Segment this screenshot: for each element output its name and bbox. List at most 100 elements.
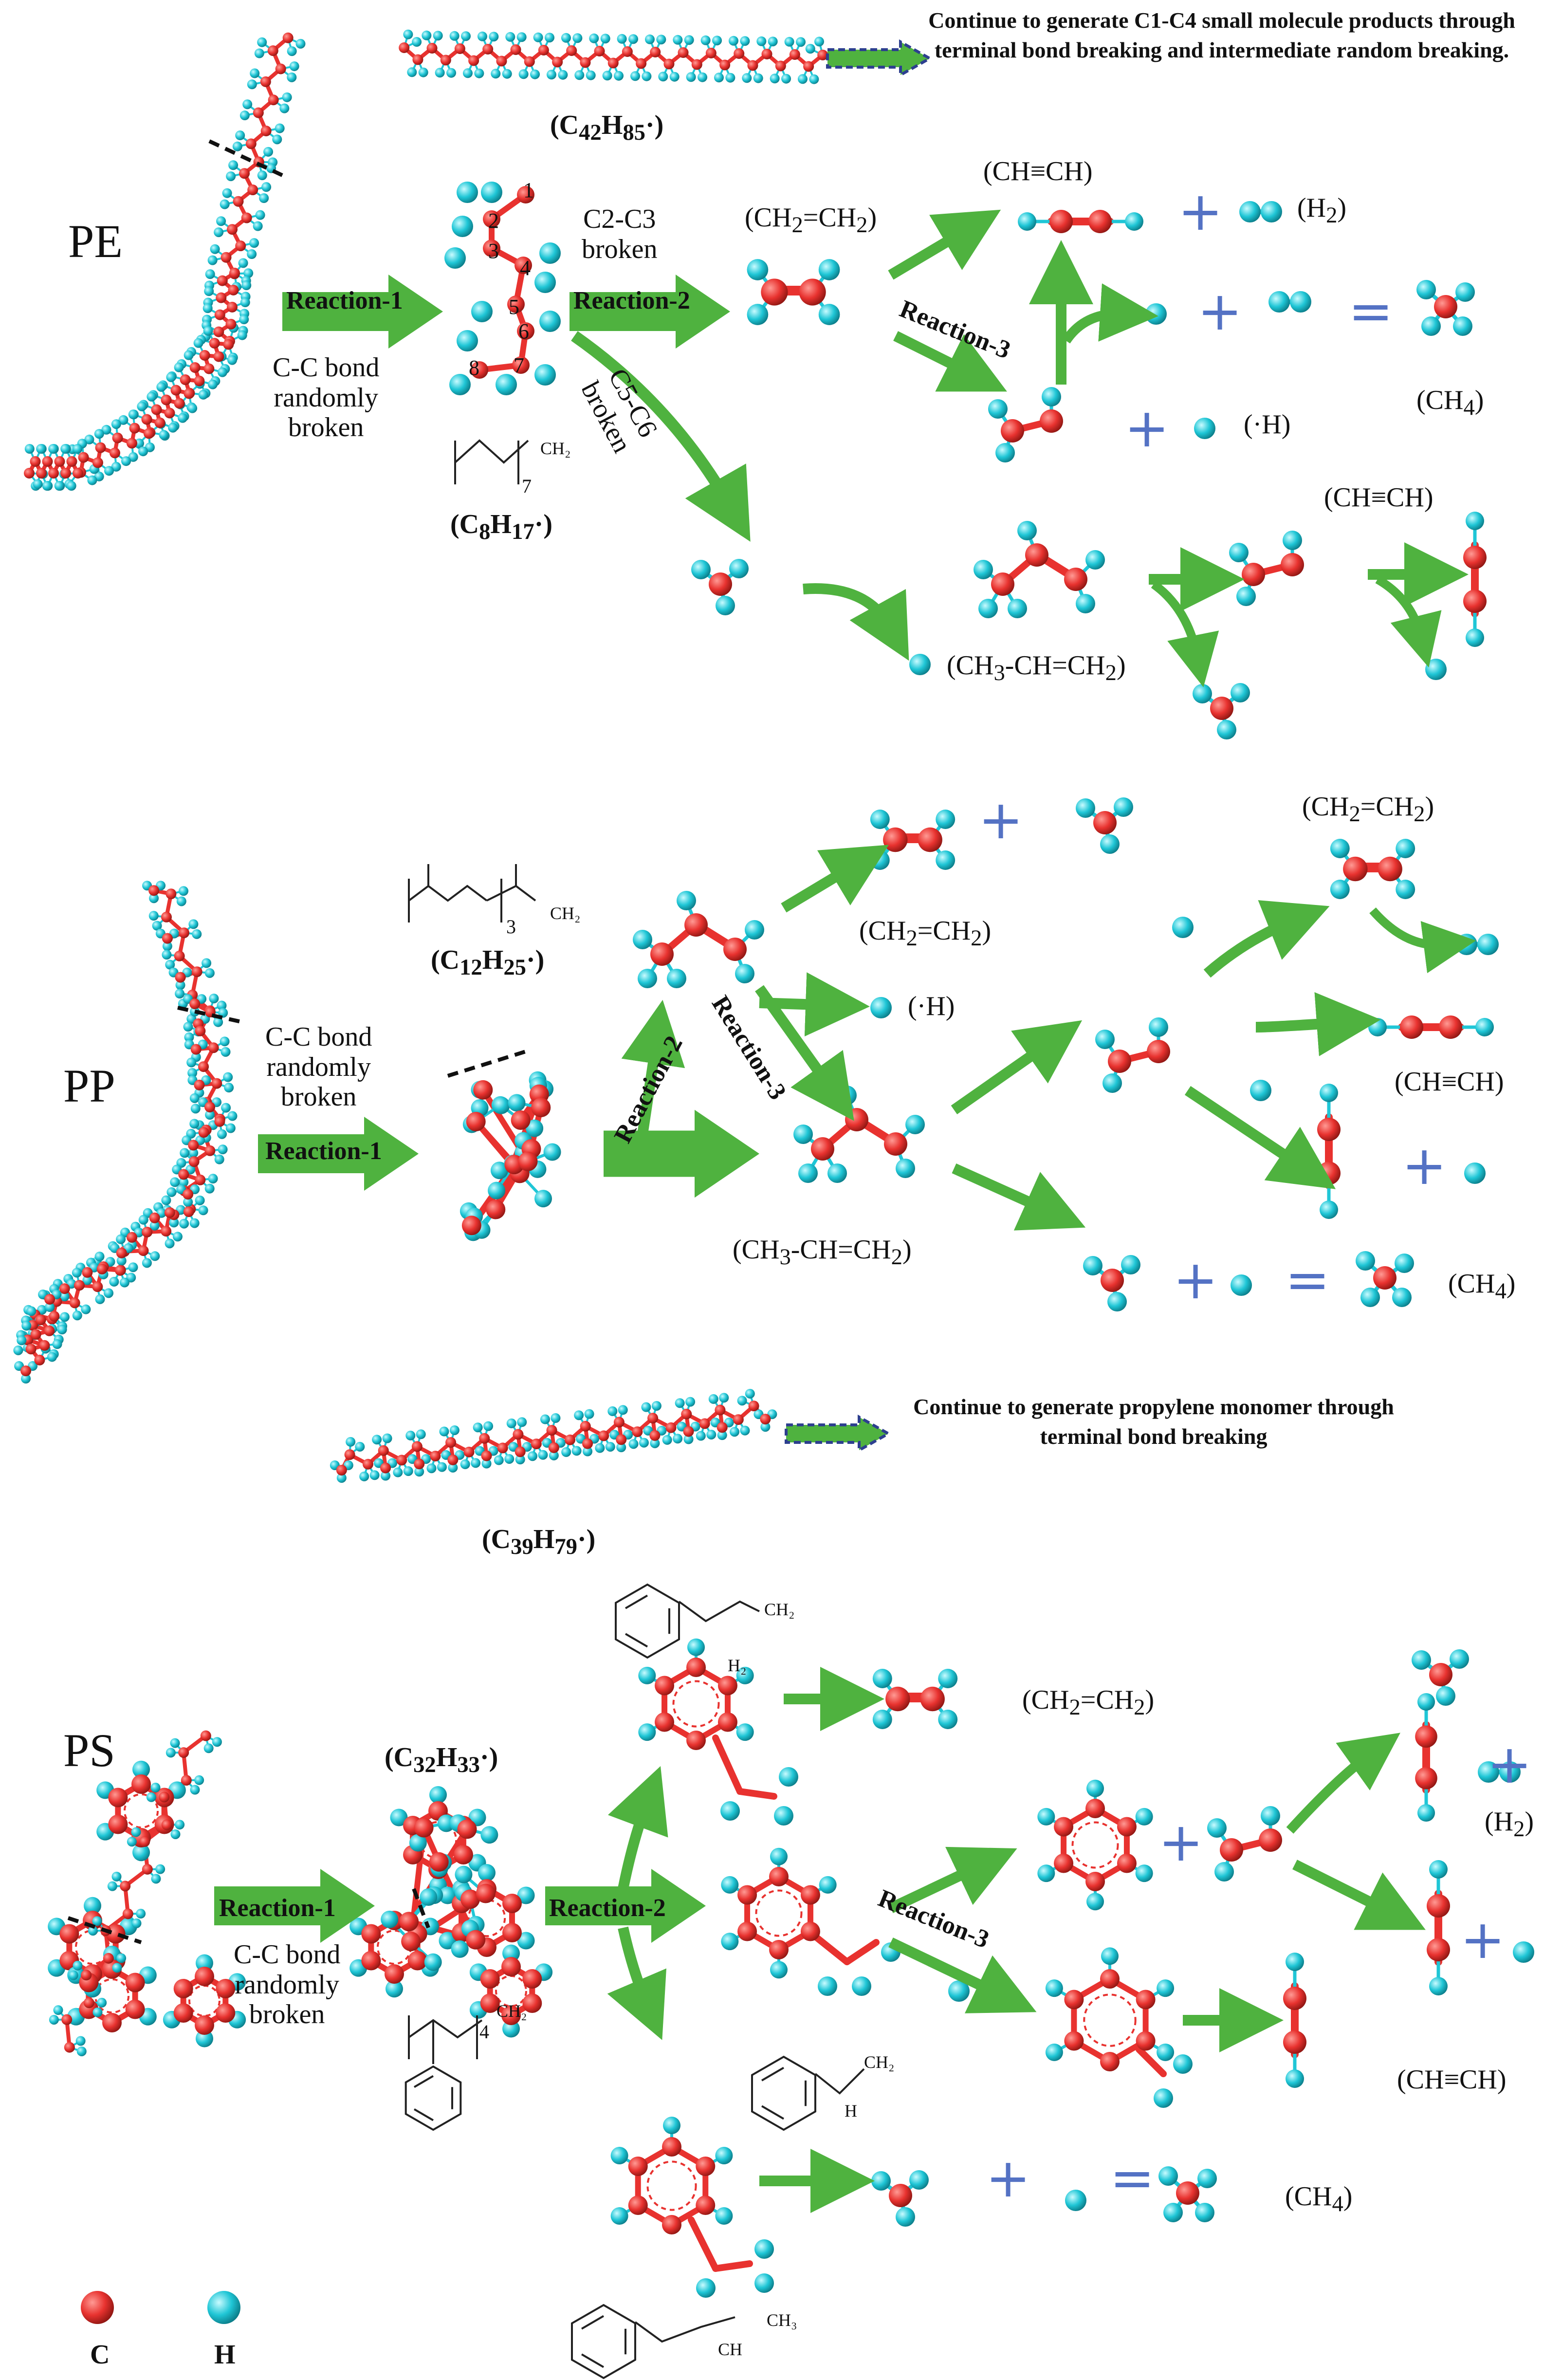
hydrogen-atom xyxy=(1466,512,1484,530)
hydrogen-atom xyxy=(94,1252,105,1262)
carbon-atom xyxy=(662,2215,681,2234)
hydrogen-atom xyxy=(204,1183,215,1194)
carbon-atom xyxy=(122,1908,133,1919)
hydrogen-atom xyxy=(36,444,46,454)
hydrogen-atom xyxy=(691,560,711,579)
hydrogen-atom xyxy=(574,70,585,80)
hydrogen-atom xyxy=(275,123,285,133)
hydrogen-atom xyxy=(386,1980,403,1998)
hydrogen-atom xyxy=(390,1808,408,1827)
hydrogen-atom xyxy=(600,34,610,44)
hydrogen-atom xyxy=(633,930,652,949)
carbon-atom xyxy=(681,1408,692,1420)
hydrogen-atom xyxy=(210,244,220,254)
ps-break-line xyxy=(67,1916,142,1944)
hydrogen-atom xyxy=(686,72,696,82)
hydrogen-atom xyxy=(179,886,189,896)
pp-reaction-3-arrow xyxy=(755,985,854,1121)
carbon-atom xyxy=(775,60,786,72)
carbon-atom xyxy=(189,998,201,1010)
hydrogen-atom xyxy=(17,1335,27,1346)
carbon-atom xyxy=(760,1414,771,1425)
hydrogen-atom xyxy=(220,199,230,209)
hydrogen-atom xyxy=(204,286,214,296)
pp-product-propylene: (CH3-CH=CH2) xyxy=(733,1235,912,1270)
hydrogen-atom xyxy=(473,1422,483,1433)
carbon-atom xyxy=(20,1365,32,1377)
hydrogen-atom xyxy=(1478,1761,1499,1783)
hydrogen-atom xyxy=(638,1666,656,1684)
hydrogen-atom xyxy=(490,1162,508,1180)
hydrogen-atom xyxy=(1416,280,1436,299)
pe-continue-note: Continue to generate C1-C4 small molecul… xyxy=(928,8,1515,62)
hydrogen-atom xyxy=(403,29,413,39)
hydrogen-atom xyxy=(97,1997,107,2008)
carbon-atom xyxy=(81,2291,114,2324)
hydrogen-atom xyxy=(852,1976,871,1996)
carbon-atom xyxy=(414,1458,425,1470)
pp-reaction-2-arrow xyxy=(621,999,685,1135)
equals-sign: = xyxy=(1110,2147,1155,2209)
hydrogen-atom xyxy=(228,160,239,170)
carbon-atom xyxy=(162,933,173,944)
hydrogen-atom xyxy=(667,969,686,988)
hydrogen-atom xyxy=(189,1093,200,1103)
hydrogen-atom xyxy=(136,1909,146,1919)
hydrogen-atom xyxy=(526,1119,544,1137)
hydrogen-atom xyxy=(489,32,499,42)
hydrogen-atom xyxy=(238,258,248,268)
carbon-atom xyxy=(30,1329,41,1340)
hydrogen-atom xyxy=(131,1918,142,1928)
hydrogen-atom xyxy=(128,1262,138,1273)
hydrogen-atom xyxy=(142,1258,152,1268)
hydrogen-atom xyxy=(457,330,478,351)
hydrogen-atom xyxy=(196,2029,213,2048)
pe-product-methane: (CH4) xyxy=(1416,385,1484,421)
hydrogen-atom xyxy=(896,1159,915,1178)
carbon-atom xyxy=(401,1932,421,1952)
carbon-atom xyxy=(1343,856,1368,882)
hydrogen-atom xyxy=(95,1294,105,1304)
hydrogen-atom xyxy=(708,1394,718,1404)
carbon-atom xyxy=(566,45,577,56)
carbon-atom xyxy=(233,196,244,207)
hydrogen-atom xyxy=(92,2007,103,2017)
carbon-atom xyxy=(260,125,272,136)
hydrogen-atom xyxy=(1125,212,1143,231)
hydrogen-atom xyxy=(614,71,624,81)
section-label-pp: PP xyxy=(63,1060,115,1112)
c32-skeletal xyxy=(408,2015,483,2064)
hydrogen-atom xyxy=(414,1467,424,1477)
hydrogen-atom xyxy=(1320,1084,1338,1102)
hydrogen-atom xyxy=(571,1446,582,1456)
carbon-atom xyxy=(142,1226,153,1237)
hydrogen-atom xyxy=(52,1339,62,1349)
bond xyxy=(712,1734,743,1795)
hydrogen-atom xyxy=(756,36,767,46)
carbon-atom xyxy=(148,885,160,896)
formula-c12h25: (C12H25·) xyxy=(431,945,545,980)
hydrogen-atom xyxy=(166,1187,177,1197)
hydrogen-atom xyxy=(403,1466,413,1476)
hydrogen-atom xyxy=(165,1748,176,1758)
hydrogen-atom xyxy=(747,259,769,280)
carbon-atom xyxy=(363,1458,374,1470)
carbon-atom xyxy=(769,1940,789,1959)
hydrogen-atom xyxy=(118,415,129,425)
hydrogen-atom xyxy=(66,481,76,491)
carbon-atom xyxy=(429,1852,449,1872)
hydrogen-atom xyxy=(382,1433,392,1443)
hydrogen-atom xyxy=(189,1119,200,1129)
carbon-atom xyxy=(512,356,530,374)
hydrogen-atom xyxy=(1466,628,1484,647)
hydrogen-atom xyxy=(214,227,224,238)
hydrogen-atom xyxy=(193,338,203,348)
pp-reaction-3: Reaction-3 xyxy=(706,991,792,1105)
bottom-chain xyxy=(634,2316,735,2343)
struct-c12-ch2: CH₂ xyxy=(550,904,581,923)
hydrogen-atom xyxy=(170,1738,180,1748)
carbon-atom xyxy=(918,827,942,852)
carbon-atom xyxy=(1054,1853,1074,1873)
hydrogen-atom xyxy=(818,259,840,280)
hydrogen-atom xyxy=(249,238,259,248)
